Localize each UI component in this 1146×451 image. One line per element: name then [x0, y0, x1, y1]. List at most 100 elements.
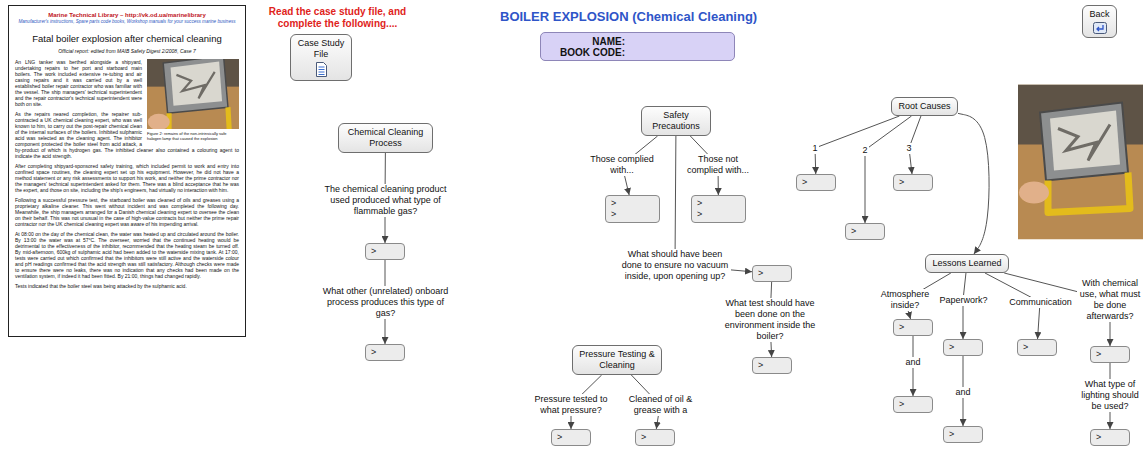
- answer-prompt: >: [697, 198, 740, 209]
- document-text: Tests indicated that the boiler steel wa…: [15, 283, 239, 289]
- back-icon-frame: [1093, 23, 1106, 34]
- answer-box: >: [365, 344, 405, 361]
- linking-phrase: and: [954, 387, 972, 398]
- box-label: Chemical Cleaning Process: [345, 127, 426, 149]
- linking-phrase: What test should have been done on the e…: [721, 298, 819, 342]
- document-text: Official report: edited from MAIB Safety…: [15, 48, 239, 54]
- document-text: An LNG tanker was berthed alongside a sh…: [15, 59, 239, 107]
- file-icon: [315, 62, 328, 77]
- document-text: At 08:00 on the day of the chemical clea…: [15, 231, 239, 279]
- box-label: Pressure Testing & Cleaning: [579, 349, 655, 371]
- box-label: NAME:: [549, 36, 625, 47]
- answer-prompt: >: [611, 209, 654, 220]
- linking-phrase: Pressure tested to what pressure?: [526, 394, 616, 416]
- connector-line: [815, 116, 899, 174]
- concept-box: Pressure Testing & Cleaning: [572, 345, 662, 375]
- answer-box: >: [943, 426, 983, 443]
- document-text: Figure 2: remains of the non-intrinsical…: [147, 131, 239, 141]
- linking-phrase: and: [904, 357, 922, 368]
- concept-box: Lessons Learned: [925, 254, 1009, 273]
- answer-box: >: [752, 265, 792, 282]
- box-label: Back: [1089, 9, 1110, 20]
- answer-prompt: >: [371, 347, 399, 358]
- document-text: After completing shipyard-sponsored safe…: [15, 163, 239, 193]
- answer-prompt: >: [1023, 342, 1051, 353]
- answer-prompt: >: [697, 209, 740, 220]
- document-text: Manufacturer's instructions, Spare parts…: [15, 19, 239, 25]
- answer-prompt: >: [758, 360, 786, 371]
- linking-phrase: 3: [905, 143, 913, 154]
- linking-phrase: Paperwork?: [938, 295, 989, 306]
- document-text: As the repairs neared completion, the re…: [15, 111, 239, 159]
- concept-box: Safety Precautions: [641, 106, 711, 136]
- box-label: Safety Precautions: [648, 110, 704, 132]
- file-icon-line: [318, 72, 324, 73]
- linking-phrase: The chemical cleaning product used produ…: [318, 184, 453, 217]
- name-field-box: NAME:BOOK CODE:: [540, 32, 735, 61]
- answer-prompt: >: [758, 268, 786, 279]
- answer-prompt: >: [1096, 432, 1124, 443]
- answer-box: >>: [605, 195, 660, 223]
- instruction-note: Read the case study file, and complete t…: [255, 6, 420, 30]
- answer-box: >: [796, 174, 836, 191]
- box-label: Case Study File: [297, 38, 345, 60]
- answer-box: >>: [691, 195, 746, 223]
- linking-phrase: Cleaned of oil & grease with a: [623, 394, 698, 416]
- box-label: BOOK CODE:: [549, 47, 625, 58]
- linking-phrase: 2: [861, 145, 869, 156]
- linking-phrase: With chemical use, what must be done aft…: [1077, 278, 1143, 322]
- document-photo: [147, 59, 239, 129]
- answer-box: >: [752, 357, 792, 374]
- answer-prompt: >: [899, 177, 927, 188]
- concept-box: Root Causes: [891, 97, 958, 116]
- answer-prompt: >: [899, 399, 927, 410]
- answer-prompt: >: [851, 226, 879, 237]
- answer-box: >: [1017, 339, 1057, 356]
- answer-prompt: >: [949, 342, 977, 353]
- linking-phrase: Those not complied with...: [683, 154, 753, 176]
- answer-prompt: >: [371, 246, 399, 257]
- document-photo-image: [147, 59, 239, 129]
- answer-box: >: [893, 174, 933, 191]
- answer-box: >: [893, 319, 933, 336]
- diagram-title: BOILER EXPLOSION (Chemical Cleaning): [500, 9, 757, 24]
- back-icon: [1093, 22, 1107, 34]
- answer-box: >: [551, 429, 591, 446]
- document-text: Following a successful pressure test, th…: [15, 197, 239, 227]
- concept-box: Chemical Cleaning Process: [338, 123, 433, 153]
- answer-prompt: >: [1096, 349, 1124, 360]
- answer-box: >: [635, 429, 675, 446]
- answer-prompt: >: [949, 429, 977, 440]
- document-text: Marine Technical Library – http://vk.od.…: [15, 11, 239, 19]
- lamp-photo: [1018, 84, 1143, 240]
- case-study-document: Marine Technical Library – http://vk.od.…: [8, 5, 246, 337]
- linking-phrase: 1: [811, 143, 819, 154]
- case-study-file-button: Case Study File: [290, 34, 352, 81]
- answer-box: >: [365, 243, 405, 260]
- linking-phrase: What type of lighting should be used?: [1077, 379, 1143, 412]
- answer-box: >: [893, 396, 933, 413]
- connector-line: [963, 273, 966, 339]
- linking-phrase: Communication: [1008, 297, 1073, 308]
- answer-box: >: [943, 339, 983, 356]
- linking-phrase: Those complied with...: [587, 154, 657, 176]
- box-label: Root Causes: [898, 101, 951, 112]
- linking-phrase: What should have been done to ensure no …: [619, 249, 731, 282]
- file-icon-line: [318, 67, 324, 68]
- answer-prompt: >: [557, 432, 585, 443]
- answer-prompt: >: [611, 198, 654, 209]
- file-icon-line: [318, 74, 324, 75]
- file-icon-line: [318, 69, 324, 70]
- answer-box: >: [1090, 346, 1130, 363]
- answer-prompt: >: [899, 322, 927, 333]
- lamp-photo-image: [1018, 85, 1143, 240]
- document-text: Fatal boiler explosion after chemical cl…: [15, 33, 239, 45]
- answer-box: >: [1090, 429, 1130, 446]
- linking-phrase: Atmosphere inside?: [875, 289, 935, 311]
- connector-line: [958, 113, 989, 254]
- answer-prompt: >: [802, 177, 830, 188]
- linking-phrase: What other (unrelated) onboard process p…: [318, 286, 453, 319]
- file-icon-sheet: [316, 63, 326, 77]
- connector-line: [865, 116, 912, 223]
- box-label: Lessons Learned: [932, 258, 1002, 269]
